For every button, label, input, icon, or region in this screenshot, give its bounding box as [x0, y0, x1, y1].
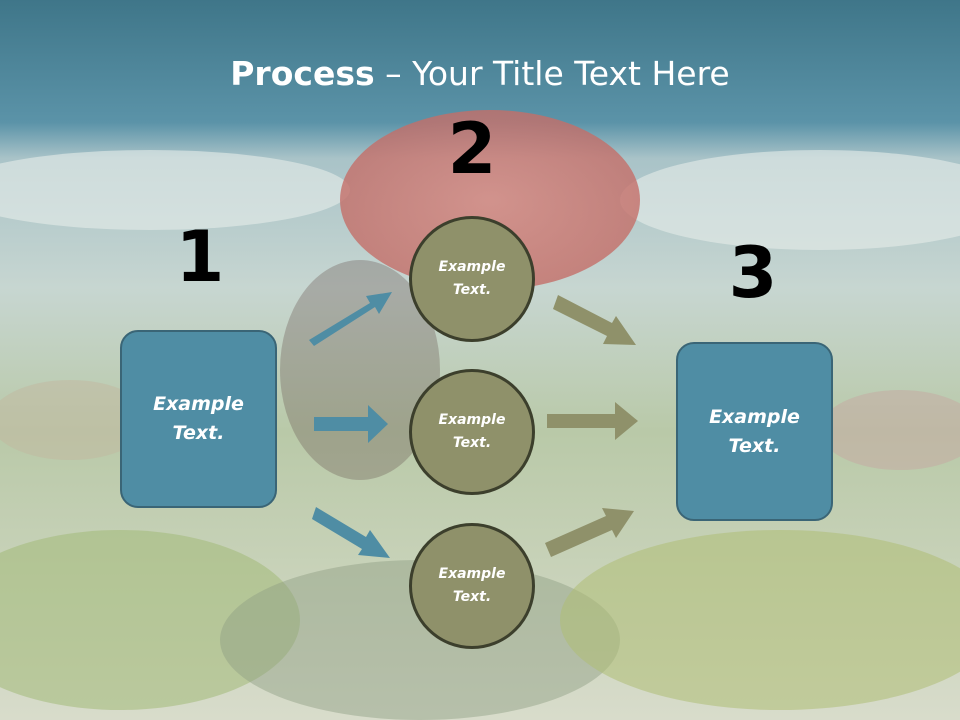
- step-circle-top: Example Text.: [409, 216, 535, 342]
- arrow-from-circle-top: [553, 295, 636, 345]
- step-circle-middle: Example Text.: [409, 369, 535, 495]
- title-bold: Process: [230, 54, 375, 93]
- step-box-right: Example Text.: [676, 342, 833, 521]
- arrow-from-circle-middle: [547, 402, 638, 440]
- step-box-left: Example Text.: [120, 330, 277, 508]
- step-number-2: 2: [447, 108, 497, 190]
- slide-title: Process – Your Title Text Here: [0, 50, 960, 98]
- step-number-1: 1: [175, 216, 225, 298]
- arrow-to-circle-middle: [314, 405, 388, 443]
- arrow-to-circle-top: [309, 292, 392, 346]
- title-rest: – Your Title Text Here: [374, 54, 730, 93]
- step-number-3: 3: [728, 232, 778, 314]
- arrow-from-circle-bottom: [545, 508, 634, 557]
- step-circle-bottom: Example Text.: [409, 523, 535, 649]
- arrow-to-circle-bottom: [312, 507, 390, 558]
